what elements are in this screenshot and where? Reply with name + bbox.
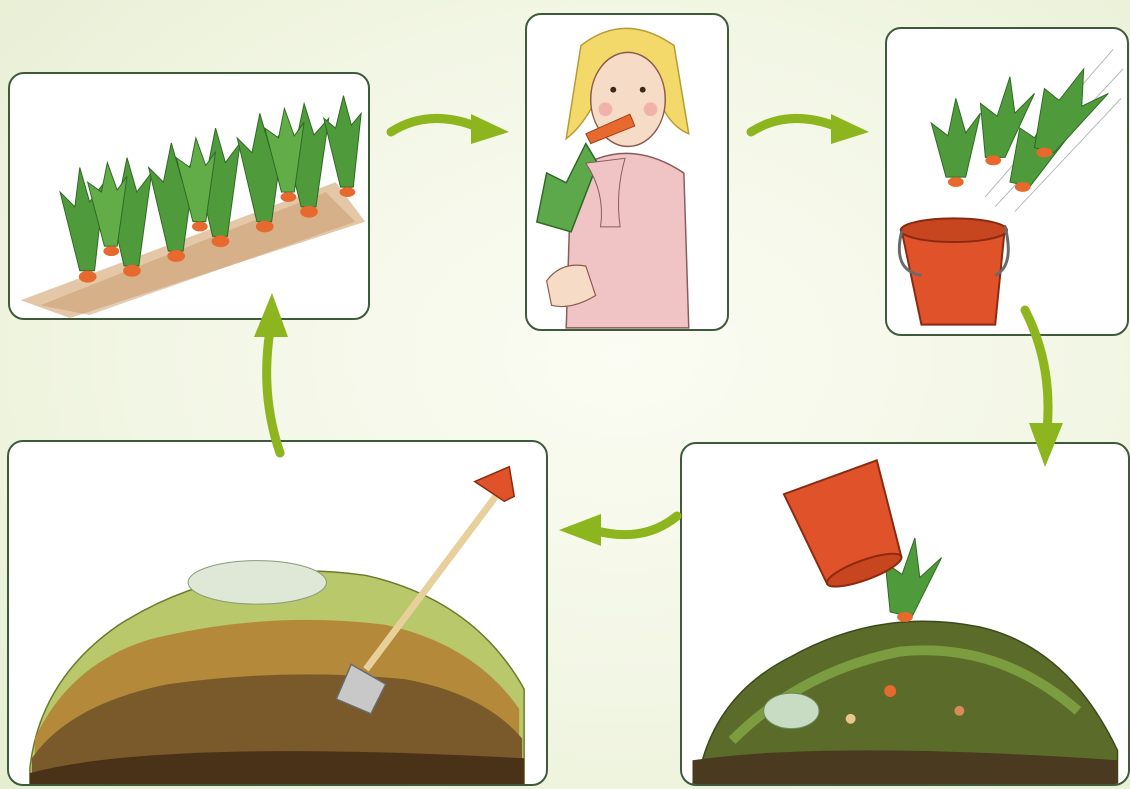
girl-eating-illustration xyxy=(527,15,727,329)
girl-eating-card xyxy=(525,13,729,331)
compost-pile-card xyxy=(680,442,1130,786)
curved-arrow-down-icon xyxy=(1015,305,1065,475)
curved-arrow-left-icon xyxy=(553,502,683,552)
soil-card xyxy=(7,440,548,786)
bucket-card xyxy=(885,27,1129,336)
curved-arrow-right-icon xyxy=(745,102,875,152)
soil-with-spade-illustration xyxy=(9,442,546,784)
carrot-row-illustration xyxy=(10,74,368,318)
compost-pile-illustration xyxy=(682,444,1128,784)
curved-arrow-right-icon xyxy=(385,102,515,152)
curved-arrow-up-icon xyxy=(248,285,298,460)
carrot-row-card xyxy=(8,72,370,320)
bucket-with-scraps-illustration xyxy=(887,29,1127,334)
